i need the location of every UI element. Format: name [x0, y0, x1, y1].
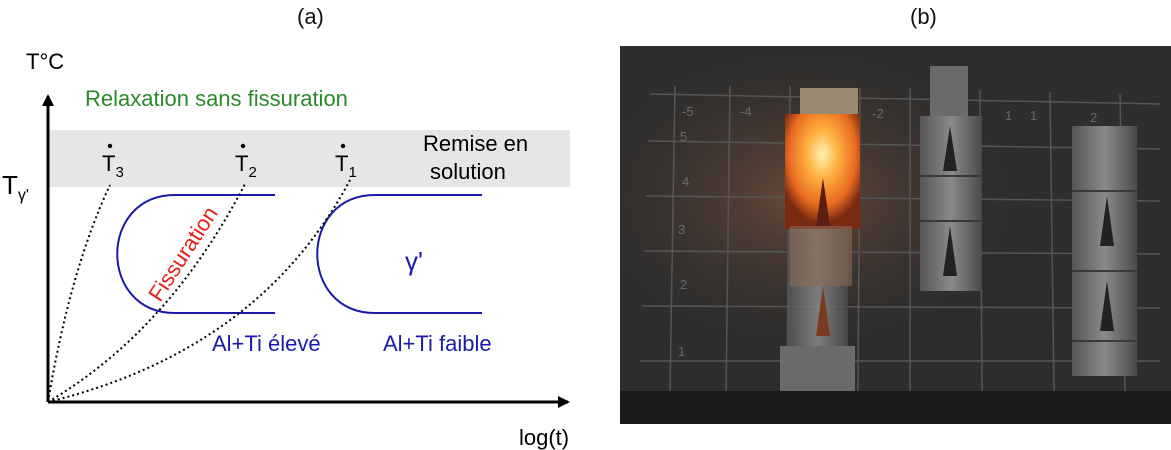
solution-label-line1: Remise en — [423, 131, 528, 156]
svg-text:2: 2 — [680, 277, 687, 292]
svg-text:-5: -5 — [682, 104, 694, 119]
specimen-photo: -5 -4 -3 -2 1 1 2 5 4 3 2 1 — [620, 46, 1171, 424]
specimen-heated — [780, 88, 860, 391]
rate-t3-label: T3 — [102, 143, 124, 181]
svg-text:1: 1 — [1030, 108, 1037, 123]
svg-text:1: 1 — [1005, 108, 1012, 123]
x-axis-label: log(t) — [519, 425, 569, 450]
rate-t1-label: T1 — [335, 143, 357, 181]
zone-top-label: Relaxation sans fissuration — [85, 86, 348, 111]
cooling-path-t2 — [47, 181, 247, 403]
ttt-diagram: T°C log(t) Tγ' Relaxation sans fissurati… — [2, 49, 570, 450]
gamma-prime-label: γ' — [405, 246, 423, 276]
y-axis-label: T°C — [26, 49, 64, 74]
svg-text:-4: -4 — [740, 104, 752, 119]
svg-text:-2: -2 — [872, 106, 884, 121]
svg-text:T3: T3 — [102, 151, 124, 181]
svg-text:4: 4 — [682, 174, 689, 189]
svg-text:3: 3 — [678, 222, 685, 237]
fissuration-label: Fissuration — [143, 202, 223, 306]
svg-text:5: 5 — [680, 129, 687, 144]
cooling-path-t1 — [47, 179, 351, 403]
svg-text:T1: T1 — [335, 151, 357, 181]
specimen-middle — [920, 66, 982, 291]
svg-text:T2: T2 — [235, 151, 257, 181]
panel-a-label: (a) — [297, 4, 324, 29]
svg-text:1: 1 — [678, 344, 685, 359]
c-curve-high-al-ti — [116, 194, 275, 314]
photo-bottom-shadow — [620, 391, 1171, 424]
cooling-path-t3 — [47, 184, 111, 403]
specimen-right — [1072, 126, 1137, 376]
c-curve-low-al-ti — [316, 194, 482, 314]
t-gamma-prime-label: Tγ' — [2, 170, 29, 204]
rate-t2-label: T2 — [235, 143, 257, 181]
panel-b-label: (b) — [910, 4, 937, 29]
solution-label-line2: solution — [430, 159, 506, 184]
curve-high-label: Al+Ti élevé — [212, 331, 321, 356]
svg-text:2: 2 — [1090, 110, 1097, 125]
curve-low-label: Al+Ti faible — [383, 331, 492, 356]
solution-band — [48, 130, 570, 187]
